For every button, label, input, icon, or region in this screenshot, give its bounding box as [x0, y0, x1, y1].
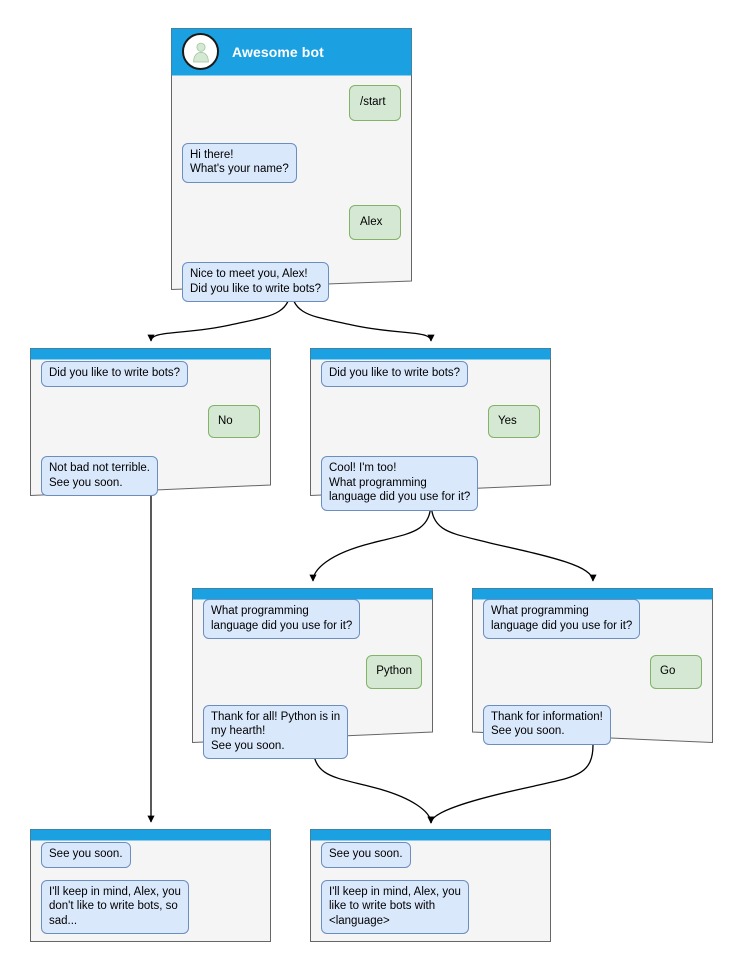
node-end-no-chat: See you soon. I'll keep in mind, Alex, y… [30, 842, 271, 934]
node-root-chat: /start Hi there! What's your name? Alex … [171, 85, 412, 302]
node-end-no-content: See you soon. I'll keep in mind, Alex, y… [30, 829, 271, 942]
message-row: /start [182, 85, 401, 121]
bot-message-bubble[interactable]: What programming language did you use fo… [483, 599, 641, 639]
node-root-content: Awesome bot /start Hi there! What's your… [171, 28, 412, 302]
bot-message-bubble[interactable]: I'll keep in mind, Alex, you like to wri… [321, 879, 469, 934]
node-go-branch-chat: What programming language did you use fo… [472, 599, 713, 745]
user-message-bubble[interactable]: /start [349, 85, 401, 121]
user-message-bubble[interactable]: Go [650, 655, 702, 689]
message-row: Go [483, 655, 702, 689]
edge-go-to-end [427, 744, 594, 824]
user-message-bubble[interactable]: Yes [488, 404, 540, 438]
bot-message-bubble[interactable]: Nice to meet you, Alex! Did you like to … [182, 262, 330, 302]
bot-message-bubble[interactable]: Not bad not terrible. See you soon. [41, 456, 159, 496]
bot-message-bubble[interactable]: Hi there! What's your name? [182, 142, 297, 183]
node-end-no[interactable]: See you soon. I'll keep in mind, Alex, y… [30, 829, 271, 942]
message-row: What programming language did you use fo… [203, 599, 422, 639]
edge-yes-to-go [430, 500, 597, 582]
bot-message-bubble[interactable]: Thank for all! Python is in my hearth! S… [203, 704, 349, 759]
edge-yes-to-python [309, 500, 432, 582]
node-titlebar [310, 348, 551, 358]
user-message-bubble[interactable]: Alex [349, 204, 401, 240]
message-row: See you soon. [41, 842, 260, 868]
node-no-branch-chat: Did you like to write bots? No Not bad n… [30, 361, 271, 496]
bot-message-bubble[interactable]: What programming language did you use fo… [203, 599, 361, 639]
message-row: What programming language did you use fo… [483, 599, 702, 639]
node-python-branch-chat: What programming language did you use fo… [192, 599, 433, 759]
bot-message-bubble[interactable]: Thank for information! See you soon. [483, 704, 611, 745]
node-yes-branch-content: Did you like to write bots? Yes Cool! I'… [310, 348, 551, 511]
message-row: Hi there! What's your name? [182, 142, 401, 183]
message-row: Thank for all! Python is in my hearth! S… [203, 704, 422, 759]
bot-name-label: Awesome bot [232, 43, 324, 60]
node-go-branch[interactable]: What programming language did you use fo… [472, 588, 713, 745]
message-row: Nice to meet you, Alex! Did you like to … [182, 262, 401, 302]
user-message-bubble[interactable]: No [208, 404, 260, 438]
message-row: Cool! I'm too! What programming language… [321, 456, 540, 511]
bot-message-bubble[interactable]: See you soon. [321, 842, 411, 868]
person-avatar-icon [182, 33, 219, 70]
message-row: Did you like to write bots? [321, 361, 540, 387]
message-row: See you soon. [321, 842, 540, 868]
node-no-branch[interactable]: Did you like to write bots? No Not bad n… [30, 348, 271, 496]
node-yes-branch-chat: Did you like to write bots? Yes Cool! I'… [310, 361, 551, 511]
node-titlebar [192, 588, 433, 598]
message-row: Not bad not terrible. See you soon. [41, 456, 260, 496]
node-titlebar [30, 348, 271, 358]
node-go-branch-content: What programming language did you use fo… [472, 588, 713, 745]
message-row: I'll keep in mind, Alex, you like to wri… [321, 879, 540, 934]
bot-message-bubble[interactable]: Did you like to write bots? [41, 361, 189, 387]
message-row: Did you like to write bots? [41, 361, 260, 387]
message-row: Alex [182, 204, 401, 240]
node-python-branch-content: What programming language did you use fo… [192, 588, 433, 759]
node-root-titlebar: Awesome bot [171, 28, 412, 75]
node-yes-branch[interactable]: Did you like to write bots? Yes Cool! I'… [310, 348, 551, 511]
node-end-yes-content: See you soon. I'll keep in mind, Alex, y… [310, 829, 551, 942]
message-row: No [41, 404, 260, 438]
node-root[interactable]: Awesome bot /start Hi there! What's your… [171, 28, 412, 302]
node-python-branch[interactable]: What programming language did you use fo… [192, 588, 433, 759]
message-row: Thank for information! See you soon. [483, 704, 702, 745]
node-titlebar [472, 588, 713, 598]
bot-message-bubble[interactable]: See you soon. [41, 842, 131, 868]
node-end-yes[interactable]: See you soon. I'll keep in mind, Alex, y… [310, 829, 551, 942]
bot-message-bubble[interactable]: Cool! I'm too! What programming language… [321, 456, 479, 511]
bot-message-bubble[interactable]: Did you like to write bots? [321, 361, 469, 387]
user-message-bubble[interactable]: Python [366, 655, 422, 689]
node-no-branch-content: Did you like to write bots? No Not bad n… [30, 348, 271, 496]
node-titlebar [310, 829, 551, 839]
message-row: I'll keep in mind, Alex, you don't like … [41, 879, 260, 934]
bot-message-bubble[interactable]: I'll keep in mind, Alex, you don't like … [41, 879, 189, 934]
message-row: Python [203, 655, 422, 689]
message-row: Yes [321, 404, 540, 438]
node-end-yes-chat: See you soon. I'll keep in mind, Alex, y… [310, 842, 551, 934]
node-titlebar [30, 829, 271, 839]
